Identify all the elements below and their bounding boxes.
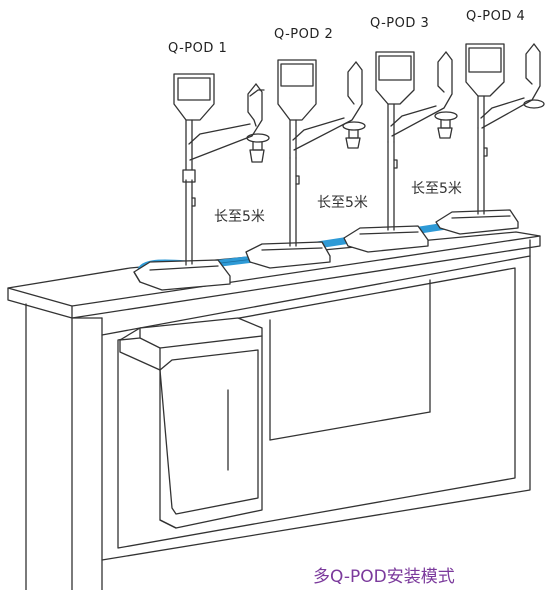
cable-length-label-3: 长至5米 bbox=[411, 181, 462, 197]
computer-tower bbox=[119, 317, 263, 529]
pod-3-label: Q-POD 3 bbox=[370, 16, 430, 31]
pod-4-device bbox=[435, 43, 545, 235]
desk-body bbox=[25, 239, 531, 591]
pod-1-device bbox=[133, 73, 270, 291]
cable-length-label-2: 长至5米 bbox=[317, 195, 368, 211]
diagram-caption: 多Q-POD安装模式 bbox=[313, 567, 455, 587]
pod-2-label: Q-POD 2 bbox=[274, 27, 334, 42]
pod-2-device bbox=[245, 59, 366, 269]
pod-4-label: Q-POD 4 bbox=[466, 9, 526, 24]
pod-3-device bbox=[343, 51, 458, 253]
cable-length-label-1: 长至5米 bbox=[214, 209, 265, 225]
pod-1-label: Q-POD 1 bbox=[168, 41, 228, 56]
